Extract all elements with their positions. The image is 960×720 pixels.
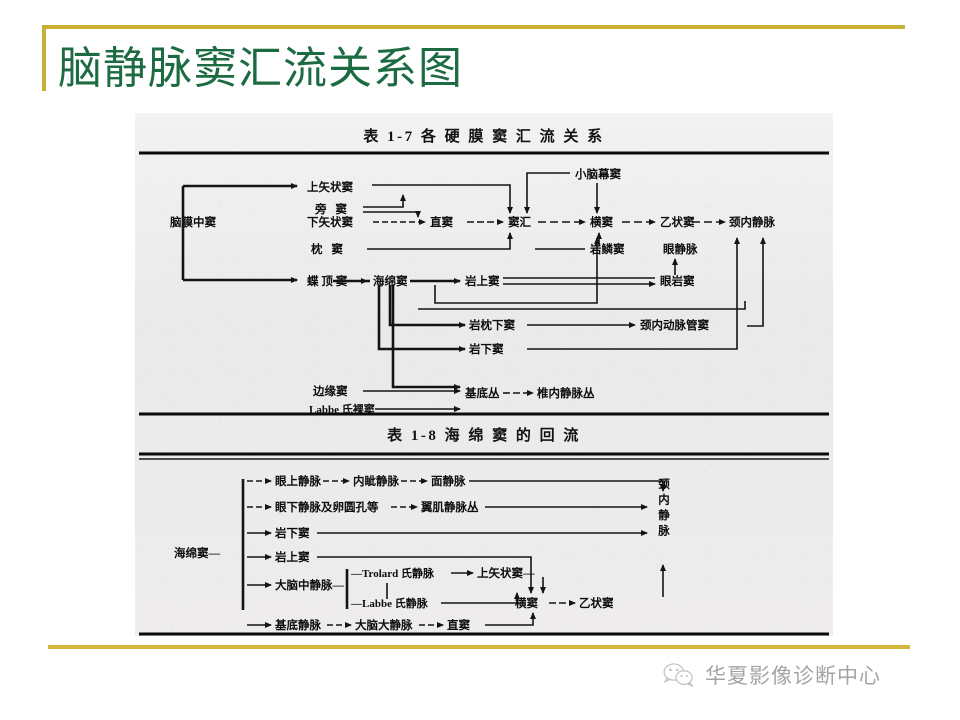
edge-cavernous-to-ips [377, 285, 466, 352]
edge-cavernous-to-basilar [391, 285, 461, 390]
node-straight-sinus-2: 直窦 [447, 618, 470, 632]
node-sigmoid-sinus: 乙状窦 [660, 215, 695, 229]
node-superior-sagittal-sinus-2: 上矢状窦— [477, 566, 535, 580]
node-occipital-sinus: 枕 窦 [311, 242, 346, 256]
node-marginal-sinus: 边缘窦 [312, 384, 348, 398]
node-superior-sagittal-sinus: 上矢状窦 [307, 180, 353, 194]
node-labbe-vein: —Labbe 氏静脉 [350, 596, 429, 610]
diagram-svg: 表 1-7 各 硬 膜 窦 汇 流 关 系 脑膜中窦 上矢状窦 旁 窦 下矢状窦… [139, 127, 829, 636]
node-transverse-sinus-2: 横窦 [515, 596, 538, 610]
footer-watermark: 华夏影像诊断中心 [662, 660, 881, 690]
node-parasinus: 旁 窦 [314, 202, 350, 216]
node-carotid-canal-sinus: 颈内动脉管窦 [640, 318, 709, 332]
node-internal-jugular-vein-2: 颈内静脉 [657, 477, 671, 540]
gold-left-rule [42, 25, 46, 91]
node-inferior-petrosal-sinus-2: 岩下窦 [274, 526, 310, 540]
edge-sps-to-transverse-2 [317, 556, 534, 594]
node-straight-sinus: 直窦 [430, 215, 453, 229]
node-cavernous-sinus: 海绵窦 [373, 274, 408, 288]
node-meningeal-sinus: 脑膜中窦 [170, 215, 216, 229]
node-pterygoid-plexus: 翼肌静脉丛 [420, 500, 479, 514]
node-sphenoparietal-sinus: 蝶 顶 窦 [307, 274, 348, 288]
table-1-7-caption: 表 1-7 各 硬 膜 窦 汇 流 关 系 [363, 127, 604, 145]
node-angular-vein: 内眦静脉 [353, 474, 399, 488]
node-superior-petrosal-sinus: 岩上窦 [464, 274, 500, 288]
edge-carotid-to-ijv [747, 237, 766, 327]
node-basilar-plexus: 基底丛 [464, 386, 500, 400]
node-transverse-sinus: 横窦 [590, 215, 613, 229]
node-trolard-vein: —Trolard 氏静脉 [350, 566, 435, 580]
node-internal-jugular-vein: 颈内静脉 [729, 215, 775, 229]
edge-paras-up-to-sss [363, 194, 406, 208]
edge-labbe-to-transverse [441, 592, 520, 604]
edge-straight-to-transverse-2 [485, 612, 536, 626]
edge-tentorial-to-transverse [524, 172, 570, 214]
node-petro-occipital-sinus: 岩枕下窦 [468, 318, 515, 332]
wechat-icon [663, 663, 694, 688]
edge-ips-to-ijv [527, 237, 740, 350]
node-sigmoid-sinus-2: 乙状窦 [579, 596, 614, 610]
node-inferior-sagittal-sinus: 下矢状窦 [307, 215, 353, 229]
table-1-8-caption: 表 1-8 海 绵 窦 的 回 流 [387, 426, 581, 444]
node-vertebral-venous-plexus: 椎内静脉丛 [536, 386, 595, 400]
page-title: 脑静脉窦汇流关系图 [58, 44, 463, 93]
edge-sss-bus [372, 184, 513, 214]
node-petrosquamous-sinus: 岩鳞窦 [589, 242, 625, 256]
edge-paras-down [363, 211, 419, 214]
node-inferior-petrosal-sinus: 岩下窦 [468, 342, 504, 356]
scan-noise-texture [135, 113, 833, 636]
node-ophthalmopetrosal-sinus: 眼岩窦 [660, 274, 695, 288]
footer-brand-text: 华夏影像诊断中心 [705, 664, 881, 688]
gold-top-rule [42, 25, 905, 29]
node-tentorial-sinus: 小脑幕窦 [574, 167, 621, 181]
node-great-cerebral-vein: 大脑大静脉 [355, 618, 413, 632]
node-superior-petrosal-sinus-2: 岩上窦 [274, 550, 310, 564]
node-facial-vein: 面静脉 [431, 474, 466, 488]
node-ophthalmic-vein: 眼静脉 [663, 242, 698, 256]
node-basal-vein: 基底静脉 [274, 618, 321, 632]
node-inferior-ophthalmic-vein: 眼下静脉及卵圆孔等 [275, 500, 379, 514]
node-middle-cerebral-vein: 大脑中静脉— [275, 578, 344, 592]
diagram-figure: 表 1-7 各 硬 膜 窦 汇 流 关 系 脑膜中窦 上矢状窦 旁 窦 下矢状窦… [135, 113, 833, 636]
edge-sps-to-sigmoid [434, 237, 600, 304]
edge-carotid-upper-rail [418, 301, 746, 310]
node-cavernous-sinus-2: 海绵窦— [174, 546, 220, 560]
gold-bottom-rule [48, 645, 910, 649]
figure-paper-background [135, 113, 833, 636]
node-confluence-sinuum: 窦汇 [508, 215, 531, 229]
edge-occipital-to-confluence [367, 232, 513, 250]
edge-facial-to-ijv [469, 480, 666, 492]
node-superior-ophthalmic-vein: 眼上静脉 [275, 474, 321, 488]
edge-cavernous-to-petro-occipital [388, 285, 466, 328]
